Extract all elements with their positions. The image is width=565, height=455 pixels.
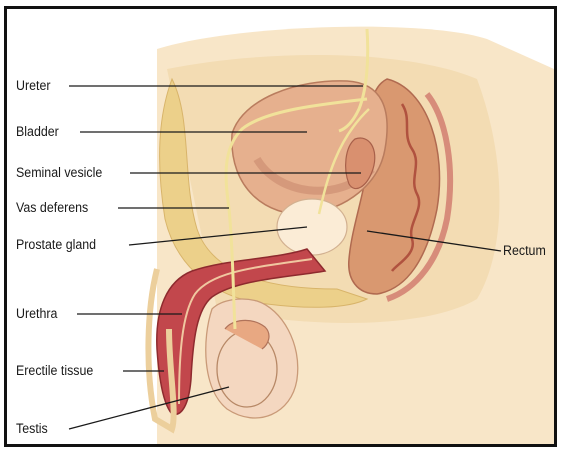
label-prostate-gland: Prostate gland [16,237,96,253]
label-vas-deferens: Vas deferens [16,200,88,216]
prostate-gland [277,199,347,255]
label-testis: Testis [16,421,48,437]
label-rectum: Rectum [503,243,546,259]
label-erectile-tissue: Erectile tissue [16,363,93,379]
diagram-frame: Ureter Bladder Seminal vesicle Vas defer… [4,6,557,447]
label-bladder: Bladder [16,124,59,140]
label-urethra: Urethra [16,306,57,322]
label-ureter: Ureter [16,78,51,94]
label-seminal-vesicle: Seminal vesicle [16,165,102,181]
